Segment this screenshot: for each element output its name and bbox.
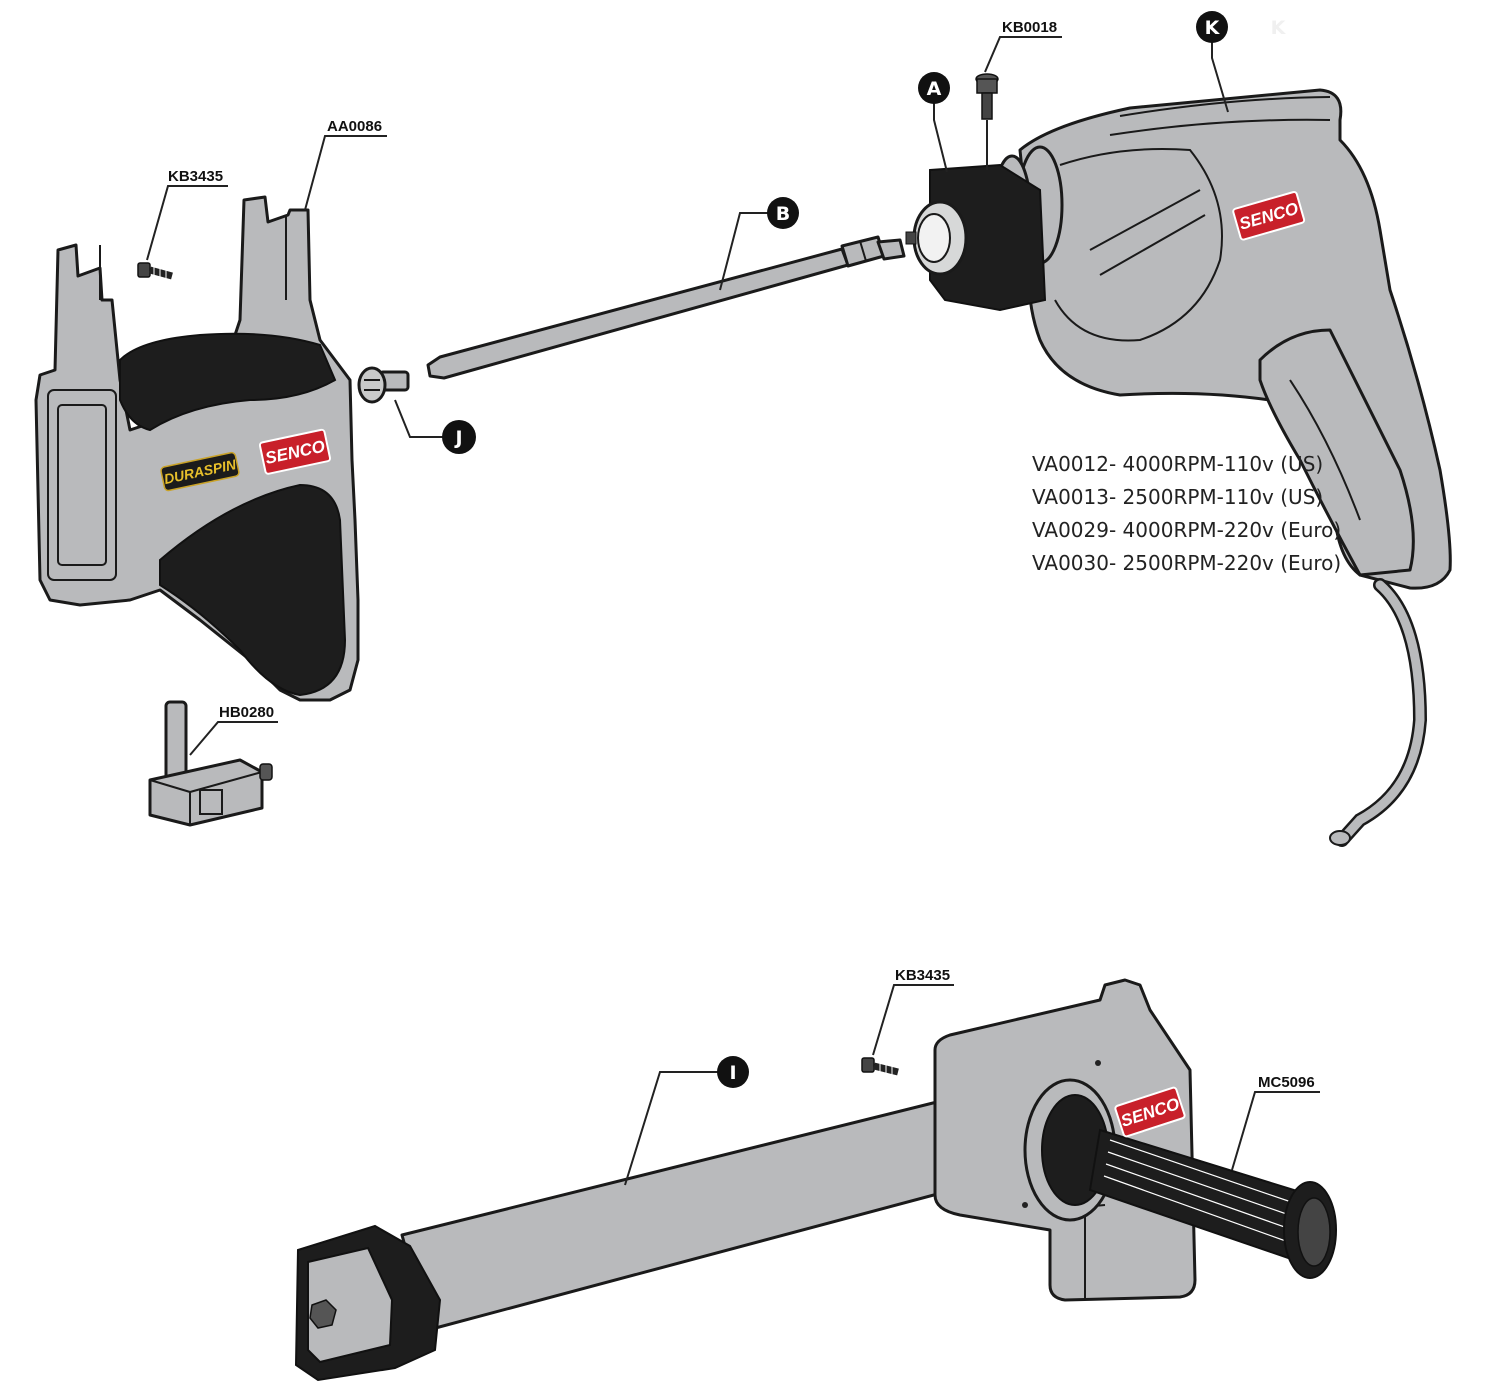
callout-b: B [767, 197, 799, 229]
screw-kb3435-top [137, 262, 173, 280]
label-hb0280: HB0280 [219, 704, 274, 721]
callout-a: A [918, 72, 950, 104]
model-line-2: VA0013- 2500RPM-110v (US) [1032, 485, 1323, 509]
label-kb3435-bottom: KB3435 [895, 967, 950, 984]
callout-k: K [1196, 11, 1228, 43]
svg-text:A: A [927, 78, 942, 100]
attachment-housing: SENCO DURASPIN [34, 195, 360, 702]
svg-text:I: I [729, 1062, 736, 1084]
senco-logo: SENCO [258, 428, 332, 475]
callout-j: J [442, 420, 476, 454]
model-line-1: VA0012- 4000RPM-110v (US) [1032, 452, 1323, 476]
model-line-3: VA0029- 4000RPM-220v (Euro) [1032, 518, 1341, 542]
drywall-screwgun: SENCO [905, 88, 1452, 847]
leader-lines [146, 36, 1320, 1186]
latch-part-hb0280 [148, 700, 273, 827]
senco-logo-drill: SENCO [1232, 190, 1306, 241]
screw-kb0018 [975, 73, 999, 120]
label-aa0086: AA0086 [327, 118, 382, 135]
screw-kb3435-bottom [861, 1057, 899, 1076]
svg-text:K: K [1205, 17, 1221, 39]
driver-bit-b [426, 235, 906, 380]
model-list: VA0012- 4000RPM-110v (US) VA0013- 2500RP… [1032, 452, 1341, 575]
callout-k-faint: K [1271, 17, 1287, 39]
label-kb3435-top: KB3435 [168, 168, 223, 185]
part-number-labels: AA0086 KB3435 HB0280 KB0018 KB3435 MC509… [168, 19, 1315, 1091]
extension-assembly: SENCO [294, 978, 1337, 1382]
svg-text:B: B [776, 203, 790, 225]
model-line-4: VA0030- 2500RPM-220v (Euro) [1032, 551, 1341, 575]
insert-part-j [357, 366, 410, 404]
callout-i: I [717, 1056, 749, 1088]
label-kb0018: KB0018 [1002, 19, 1057, 36]
label-mc5096: MC5096 [1258, 1074, 1315, 1091]
svg-text:J: J [453, 427, 462, 449]
letter-callouts: A K K B J I [442, 11, 1287, 1088]
